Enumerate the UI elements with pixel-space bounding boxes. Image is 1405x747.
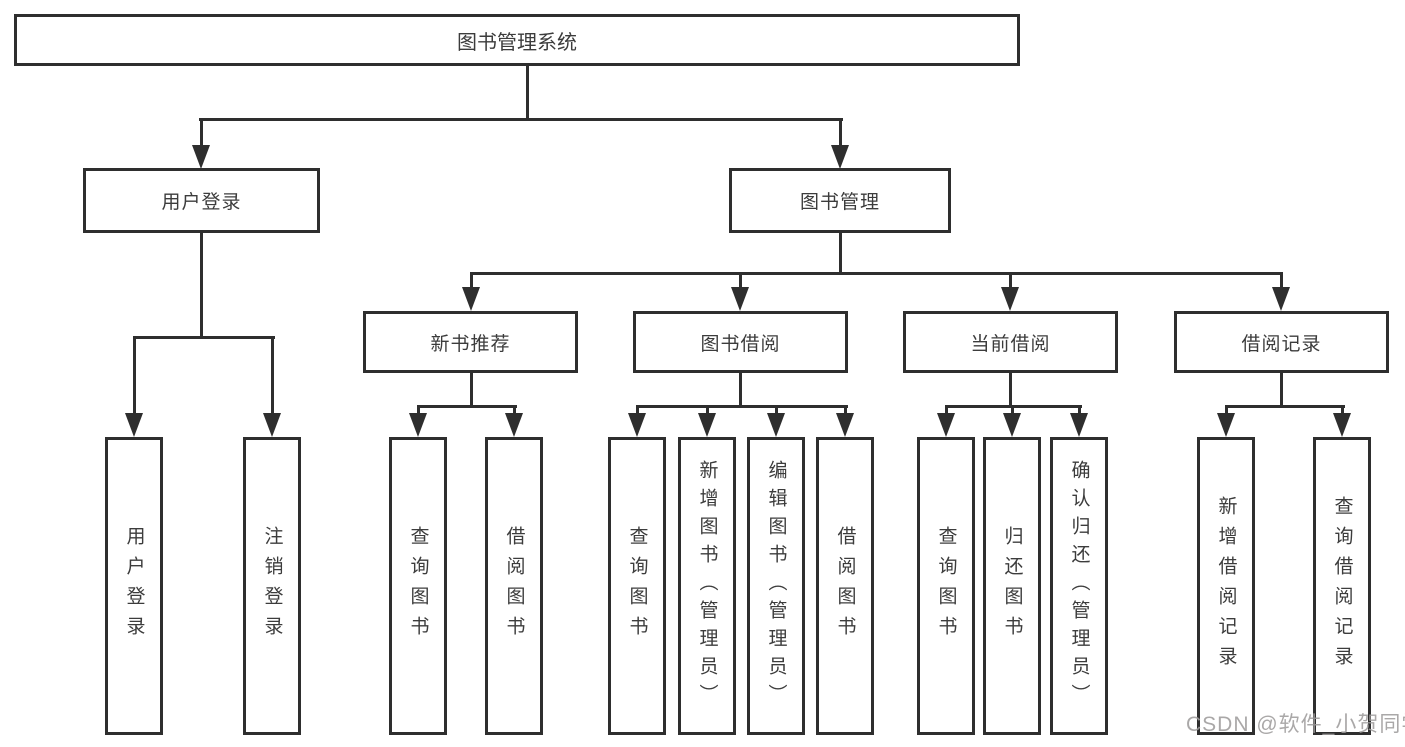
connector-stem-leaf-borrow-recommend xyxy=(513,405,516,417)
csdn-watermark: CSDN @软件_小贺同学 xyxy=(1186,713,1405,736)
leaf-query-borrow-record: 查询借阅记录 xyxy=(1313,437,1371,735)
leaf-borrow-book-recommend: 借阅图书 xyxy=(485,437,543,735)
arrowhead-leaf-borrow-recommend xyxy=(505,413,523,437)
arrowhead-leaf-edit-book xyxy=(767,413,785,437)
leaf-return-book: 归还图书 xyxy=(983,437,1041,735)
arrowhead-book-management xyxy=(831,145,849,169)
leaf-query-borrow-record-label: 查询借阅记录 xyxy=(1331,496,1353,676)
leaf-add-book-admin-label: 新增图书（管理员） xyxy=(696,460,718,712)
leaf-borrow-book-borrow-label: 借阅图书 xyxy=(834,526,856,646)
connector-stem-new-book-recommend xyxy=(470,272,473,290)
leaf-query-book-borrow-label: 查询图书 xyxy=(626,526,648,646)
arrowhead-leaf-query-borrow xyxy=(628,413,646,437)
arrowhead-borrow-record xyxy=(1272,287,1290,311)
node-book-management-label: 图书管理 xyxy=(799,192,880,213)
node-root: 图书管理系统 xyxy=(14,14,1020,66)
connector-stem-leaf-confirm-return xyxy=(1078,405,1081,417)
arrowhead-leaf-query-current xyxy=(937,413,955,437)
arrowhead-leaf-confirm-return xyxy=(1070,413,1088,437)
arrowhead-book-borrow xyxy=(731,287,749,311)
connector-stem-leaf-query-borrow xyxy=(636,405,639,417)
leaf-borrow-book-borrow: 借阅图书 xyxy=(816,437,874,735)
node-book-borrow: 图书借阅 xyxy=(633,311,848,373)
arrowhead-leaf-borrow-book xyxy=(836,413,854,437)
leaf-return-book-label: 归还图书 xyxy=(1001,526,1023,646)
connector-stem-leaf-add-book xyxy=(706,405,709,417)
arrowhead-leaf-logout xyxy=(263,413,281,437)
leaf-query-book-current-label: 查询图书 xyxy=(935,526,957,646)
node-new-book-recommend-label: 新书推荐 xyxy=(430,333,511,355)
node-current-borrow: 当前借阅 xyxy=(903,311,1118,373)
connector-current-borrow-stem xyxy=(1009,373,1012,408)
connector-book-management-hline xyxy=(470,272,1283,275)
leaf-user-login-label: 用户登录 xyxy=(123,526,145,646)
arrowhead-current-borrow xyxy=(1001,287,1019,311)
connector-root-hline xyxy=(199,118,843,121)
node-borrow-record: 借阅记录 xyxy=(1174,311,1389,373)
node-user-login-label: 用户登录 xyxy=(161,192,242,213)
node-book-management: 图书管理 xyxy=(729,168,951,233)
connector-stem-leaf-return-book xyxy=(1011,405,1014,417)
node-current-borrow-label: 当前借阅 xyxy=(970,333,1051,355)
connector-new-book-recommend-stem xyxy=(470,373,473,408)
arrowhead-leaf-query-recommend xyxy=(409,413,427,437)
connector-recommend-hline xyxy=(417,405,517,408)
connector-stem-book-borrow xyxy=(739,272,742,290)
node-root-label: 图书管理系统 xyxy=(457,31,577,54)
connector-user-login-stem xyxy=(200,233,203,339)
arrowhead-leaf-return-book xyxy=(1003,413,1021,437)
connector-stem-user-login xyxy=(200,118,203,148)
leaf-add-borrow-record-label: 新增借阅记录 xyxy=(1215,496,1237,676)
leaf-query-book-recommend: 查询图书 xyxy=(389,437,447,735)
connector-stem-leaf-borrow-book xyxy=(844,405,847,417)
connector-record-hline xyxy=(1225,405,1345,408)
arrowhead-leaf-user-login xyxy=(125,413,143,437)
connector-root-stem xyxy=(526,66,529,120)
connector-stem-borrow-record xyxy=(1280,272,1283,290)
connector-book-management-stem xyxy=(839,233,842,275)
connector-stem-leaf-add-record xyxy=(1225,405,1228,417)
connector-stem-leaf-logout xyxy=(271,336,274,416)
arrowhead-leaf-add-record xyxy=(1217,413,1235,437)
connector-borrow-hline xyxy=(636,405,848,408)
leaf-logout-label: 注销登录 xyxy=(261,526,283,646)
node-borrow-record-label: 借阅记录 xyxy=(1241,333,1322,355)
leaf-borrow-book-recommend-label: 借阅图书 xyxy=(503,526,525,646)
leaf-logout: 注销登录 xyxy=(243,437,301,735)
leaf-confirm-return-admin: 确认归还（管理员） xyxy=(1050,437,1108,735)
node-new-book-recommend: 新书推荐 xyxy=(363,311,578,373)
connector-stem-leaf-query-record xyxy=(1341,405,1344,417)
arrowhead-new-book-recommend xyxy=(462,287,480,311)
connector-stem-book-management xyxy=(839,118,842,148)
connector-stem-leaf-user-login xyxy=(133,336,136,416)
connector-stem-current-borrow xyxy=(1009,272,1012,290)
leaf-edit-book-admin-label: 编辑图书（管理员） xyxy=(765,460,787,712)
leaf-user-login: 用户登录 xyxy=(105,437,163,735)
leaf-add-borrow-record: 新增借阅记录 xyxy=(1197,437,1255,735)
arrowhead-leaf-add-book xyxy=(698,413,716,437)
connector-book-borrow-stem xyxy=(739,373,742,408)
leaf-edit-book-admin: 编辑图书（管理员） xyxy=(747,437,805,735)
arrowhead-leaf-query-record xyxy=(1333,413,1351,437)
leaf-query-book-recommend-label: 查询图书 xyxy=(407,526,429,646)
node-user-login: 用户登录 xyxy=(83,168,320,233)
leaf-confirm-return-admin-label: 确认归还（管理员） xyxy=(1068,460,1090,712)
leaf-query-book-borrow: 查询图书 xyxy=(608,437,666,735)
connector-stem-leaf-query-current xyxy=(945,405,948,417)
connector-user-login-hline xyxy=(133,336,275,339)
connector-borrow-record-stem xyxy=(1280,373,1283,408)
connector-stem-leaf-edit-book xyxy=(775,405,778,417)
leaf-query-book-current: 查询图书 xyxy=(917,437,975,735)
node-book-borrow-label: 图书借阅 xyxy=(700,333,781,355)
leaf-add-book-admin: 新增图书（管理员） xyxy=(678,437,736,735)
arrowhead-user-login xyxy=(192,145,210,169)
connector-stem-leaf-query-recommend xyxy=(417,405,420,417)
